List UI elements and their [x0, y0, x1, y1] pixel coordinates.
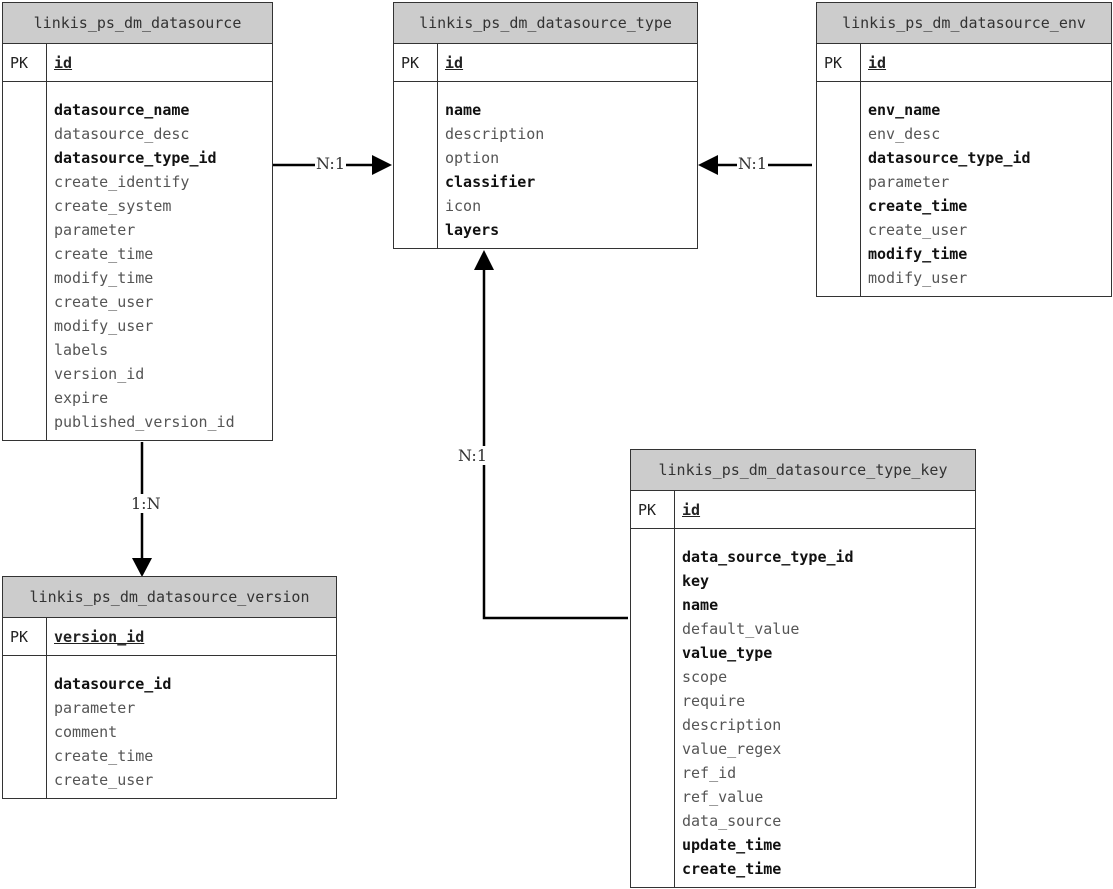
- attribute-field: env_desc: [868, 125, 941, 143]
- attribute-field: datasource_id: [54, 675, 172, 693]
- pk-label: PK: [3, 618, 47, 655]
- relation-label-datasource-type: N:1: [315, 154, 346, 173]
- attribute-field: default_value: [682, 620, 800, 638]
- attribute-field: description: [445, 125, 545, 143]
- attribute-field: expire: [54, 389, 109, 407]
- pk-label: PK: [817, 44, 861, 81]
- entity-datasource-type[interactable]: linkis_ps_dm_datasource_type PK id name de…: [393, 2, 698, 249]
- attribute-field: parameter: [54, 699, 136, 717]
- attribute-field: env_name: [868, 101, 941, 119]
- pk-label: PK: [394, 44, 438, 81]
- entity-title: linkis_ps_dm_datasource: [3, 3, 272, 44]
- attribute-field: datasource_type_id: [54, 149, 217, 167]
- entity-title: linkis_ps_dm_datasource_type_key: [631, 450, 975, 491]
- arrowhead-datasource-type: [372, 155, 392, 175]
- attribute-field: version_id: [54, 365, 145, 383]
- relation-label-env-type: N:1: [737, 154, 768, 173]
- entity-datasource[interactable]: linkis_ps_dm_datasource PK id datasource_…: [2, 2, 273, 441]
- attribute-field: create_time: [682, 860, 782, 878]
- attribute-field: name: [682, 596, 719, 614]
- attribute-field: comment: [54, 723, 118, 741]
- attribute-field: ref_id: [682, 764, 737, 782]
- entity-datasource-type-key[interactable]: linkis_ps_dm_datasource_type_key PK id da…: [630, 449, 976, 888]
- entity-title: linkis_ps_dm_datasource_env: [817, 3, 1111, 44]
- attribute-field: option: [445, 149, 500, 167]
- attribute-field: description: [682, 716, 782, 734]
- attribute-field: value_type: [682, 644, 773, 662]
- attribute-field: modify_time: [868, 245, 968, 263]
- pk-field: id: [868, 53, 887, 72]
- attribute-field: ref_value: [682, 788, 764, 806]
- attribute-field: modify_time: [54, 269, 154, 287]
- attribute-field: create_user: [868, 221, 968, 239]
- attribute-field: create_user: [54, 771, 154, 789]
- arrowhead-typekey-type: [474, 250, 494, 270]
- attribute-field: published_version_id: [54, 413, 235, 431]
- attribute-field: classifier: [445, 173, 536, 191]
- relation-label-typekey-type: N:1: [457, 446, 488, 465]
- attribute-field: parameter: [868, 173, 950, 191]
- entity-title: linkis_ps_dm_datasource_type: [394, 3, 697, 44]
- attribute-list: datasource_id parameter comment create_time…: [47, 656, 171, 798]
- attribute-field: modify_user: [54, 317, 154, 335]
- attribute-field: datasource_desc: [54, 125, 190, 143]
- attribute-field: labels: [54, 341, 109, 359]
- attribute-field: create_system: [54, 197, 172, 215]
- attribute-field: create_time: [868, 197, 968, 215]
- connector-typekey-type: [482, 270, 628, 620]
- arrowhead-env-type: [698, 155, 718, 175]
- attribute-field: create_user: [54, 293, 154, 311]
- attribute-field: value_regex: [682, 740, 782, 758]
- pk-field: id: [682, 500, 701, 519]
- attribute-field: layers: [445, 221, 500, 239]
- attribute-list: datasource_name datasource_desc datasource…: [47, 82, 235, 440]
- attribute-field: name: [445, 101, 482, 119]
- attribute-field: icon: [445, 197, 482, 215]
- pk-label: PK: [3, 44, 47, 81]
- pk-label: PK: [631, 491, 675, 528]
- attribute-field: datasource_name: [54, 101, 190, 119]
- attribute-field: parameter: [54, 221, 136, 239]
- entity-datasource-version[interactable]: linkis_ps_dm_datasource_version PK versio…: [2, 576, 337, 799]
- attribute-field: key: [682, 572, 710, 590]
- attribute-field: modify_user: [868, 269, 968, 287]
- attribute-list: name description option classifier icon layer…: [438, 82, 544, 248]
- attribute-field: create_time: [54, 245, 154, 263]
- entity-datasource-env[interactable]: linkis_ps_dm_datasource_env PK id env_nam…: [816, 2, 1112, 297]
- attribute-field: update_time: [682, 836, 782, 854]
- arrowhead-datasource-version: [132, 558, 152, 577]
- attribute-field: data_source: [682, 812, 782, 830]
- relation-label-datasource-version: 1:N: [130, 494, 162, 513]
- attribute-field: require: [682, 692, 746, 710]
- attribute-field: data_source_type_id: [682, 548, 854, 566]
- pk-field: id: [54, 53, 73, 72]
- attribute-field: create_time: [54, 747, 154, 765]
- attribute-field: scope: [682, 668, 728, 686]
- attribute-field: create_identify: [54, 173, 190, 191]
- pk-field: version_id: [54, 627, 145, 646]
- pk-field: id: [445, 53, 464, 72]
- entity-title: linkis_ps_dm_datasource_version: [3, 577, 336, 618]
- attribute-field: datasource_type_id: [868, 149, 1031, 167]
